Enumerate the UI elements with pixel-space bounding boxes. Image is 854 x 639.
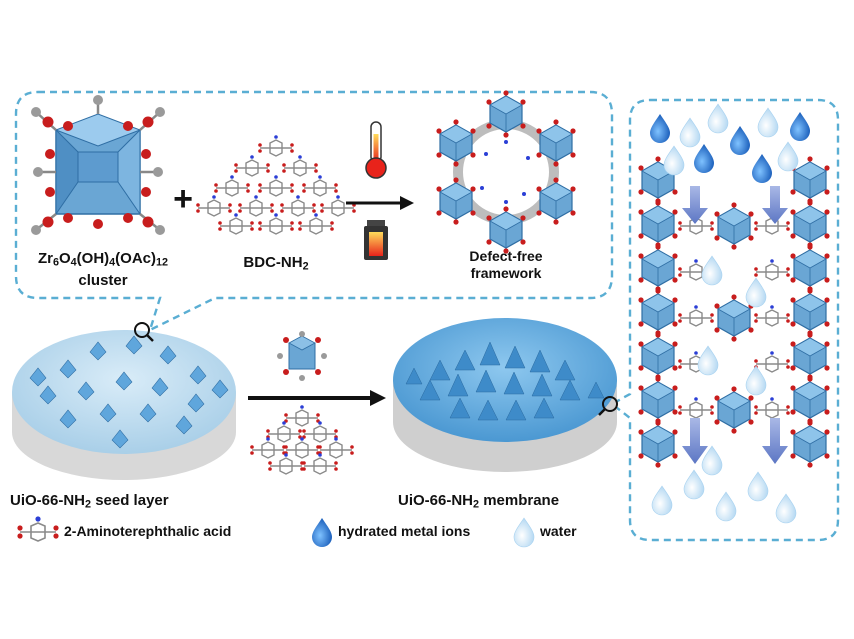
bdc-nh2-molecules (195, 134, 357, 235)
defect-free-framework-structure (435, 89, 577, 255)
linker-label: BDC-NH2 (226, 254, 326, 273)
formula-sub-4b: 4 (109, 256, 116, 269)
legend-label-water: water (540, 523, 577, 539)
seed-suffix: seed layer (91, 492, 169, 509)
seed-sub: 2 (85, 498, 92, 511)
cluster-formula-label: Zr6O4(OH)4(OAc)12 (18, 250, 188, 272)
small-zr-cluster (276, 330, 328, 382)
autoclave-icon (364, 220, 388, 260)
framework-label-line1: Defect-free (469, 248, 543, 264)
plus-sign: + (173, 180, 193, 218)
seed-layer-disk (12, 330, 236, 480)
membrane-disk (393, 318, 617, 472)
reaction-arrow (346, 196, 414, 210)
formula-sub-4a: 4 (70, 256, 77, 269)
magnifier-icon (134, 322, 154, 342)
membrane-sub: 2 (473, 498, 480, 511)
formula-sub-6: 6 (52, 256, 59, 269)
cluster-word-label: cluster (78, 272, 128, 289)
linker-molecule-icon (17, 516, 59, 542)
hydrated-ion-drop-icon (312, 518, 332, 547)
membrane-prefix: UiO-66-NH (398, 492, 474, 509)
formula-sub-12: 12 (156, 256, 169, 269)
formula-oh: (OH) (76, 250, 110, 267)
membrane-cross-section (637, 155, 831, 469)
formula-oac: (OAc) (115, 250, 157, 267)
magnifier-icon (598, 396, 618, 416)
water-drop-icon (513, 517, 535, 548)
framework-label-line2: framework (470, 265, 542, 281)
seed-prefix: UiO-66-NH (10, 492, 86, 509)
thermometer-icon (365, 121, 387, 179)
legend-label-linker: 2-Aminoterephthalic acid (64, 523, 232, 539)
membrane-label: UiO-66-NH2 membrane (398, 492, 628, 511)
linker-prefix: BDC-NH (243, 254, 303, 271)
legend-label-ions: hydrated metal ions (338, 523, 471, 539)
formula-o: O (58, 250, 71, 267)
small-linker-pile (249, 404, 355, 475)
linker-sub: 2 (302, 260, 309, 273)
formula-zr: Zr (37, 250, 53, 267)
flow-arrows (682, 186, 788, 464)
growth-arrow (248, 390, 386, 406)
synthesis-callout-frame (14, 90, 614, 333)
membrane-suffix: membrane (479, 492, 560, 509)
zr-cluster-structure (31, 95, 165, 235)
seed-layer-label: UiO-66-NH2 seed layer (10, 492, 250, 511)
